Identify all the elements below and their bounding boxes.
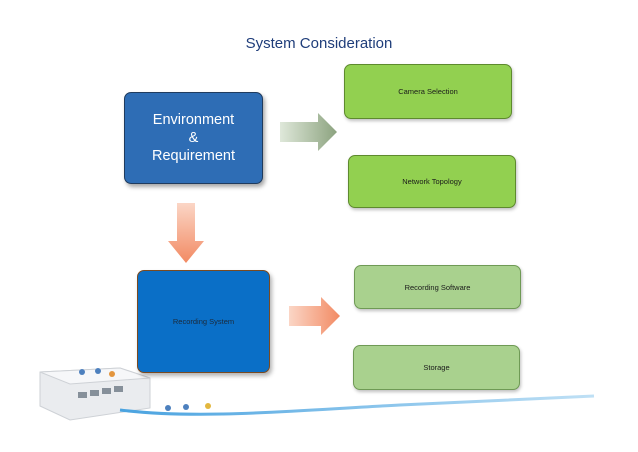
network-device-illustration bbox=[39, 367, 211, 421]
storage-label: Storage bbox=[423, 363, 450, 372]
arrow-env-to-recording bbox=[168, 203, 204, 263]
recording-software-box: Recording Software bbox=[354, 265, 521, 309]
recording-system-box: Recording System bbox=[137, 270, 270, 373]
requirement-label: Requirement bbox=[151, 148, 235, 165]
diagram-title: System Consideration bbox=[245, 35, 393, 52]
network-topology-box: Network Topology bbox=[348, 155, 516, 208]
environment-label: Environment bbox=[152, 111, 235, 128]
network-cable bbox=[119, 394, 595, 416]
environment-requirement-box: Environment & Requirement bbox=[124, 92, 263, 184]
recording-system-label: Recording System bbox=[172, 317, 235, 326]
camera-selection-label: Camera Selection bbox=[398, 87, 458, 96]
arrow-recording-to-bottom bbox=[289, 297, 340, 335]
recording-software-label: Recording Software bbox=[404, 282, 471, 292]
camera-selection-box: Camera Selection bbox=[344, 64, 512, 119]
storage-box: Storage bbox=[353, 345, 520, 390]
network-topology-label: Network Topology bbox=[402, 177, 462, 186]
arrow-env-to-top bbox=[280, 113, 337, 151]
ampersand-label: & bbox=[188, 129, 199, 146]
